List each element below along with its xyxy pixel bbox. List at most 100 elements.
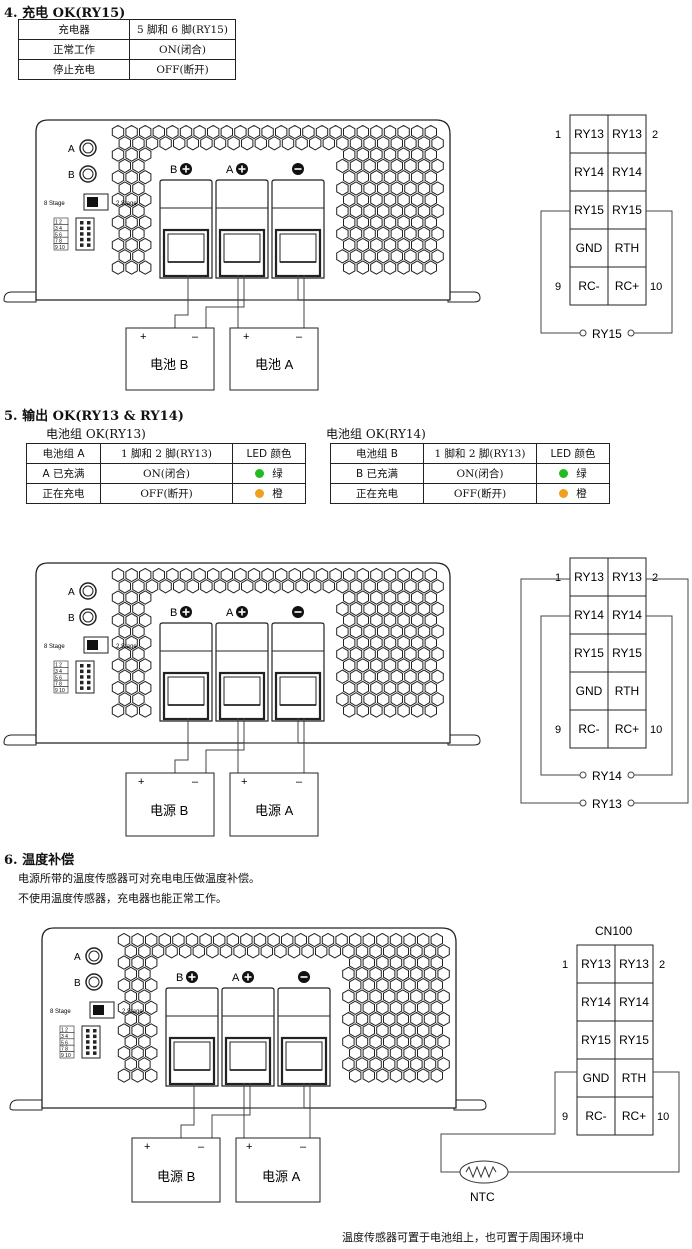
charge-ok-table: 充电器 5 脚和 6 脚(RY15) 正常工作 ON(闭合) 停止充电 OFF(…	[18, 19, 236, 80]
svg-text:3 4: 3 4	[61, 1034, 68, 1040]
svg-text:9 10: 9 10	[55, 245, 65, 251]
stage-8-label: 8 Stage	[50, 1009, 71, 1015]
table-cell: OFF(断开)	[100, 483, 233, 504]
cn100-pin-label: RY15	[574, 203, 604, 217]
cn100-connector: CN100RY13RY13RY14RY14RY15RY15GNDRTHRC-RC…	[555, 550, 662, 749]
svg-text:9 10: 9 10	[55, 688, 65, 694]
cn100-pin-label: RY13	[619, 957, 649, 971]
table-cell: 5 脚和 6 脚(RY15)	[129, 19, 236, 40]
table-row: 正在充电 OFF(断开) 橙	[330, 483, 610, 504]
table-header: LED 颜色	[232, 443, 306, 464]
table-header: 电池组 A	[26, 443, 101, 464]
led-color-text: 橙	[272, 488, 283, 500]
plus-sign: +	[246, 1141, 252, 1153]
section6-line1: 电源所带的温度传感器可对充电电压做温度补偿。	[18, 872, 260, 885]
wires	[174, 275, 305, 330]
table-cell: 停止充电	[18, 59, 130, 80]
cn100-pin-label: RY13	[612, 570, 642, 584]
minus-sign: –	[192, 776, 199, 788]
ry15-label: RY15	[592, 327, 622, 341]
pin-number-1: 1	[555, 572, 561, 584]
table-cell: 正在充电	[330, 483, 424, 504]
terminal-a-label: A	[226, 607, 234, 619]
mount-foot-right	[453, 1099, 487, 1111]
table-row: B 已充满 ON(闭合) 绿	[330, 463, 610, 484]
table-cell: ON(闭合)	[423, 463, 537, 484]
svg-text:1 2: 1 2	[61, 1028, 68, 1034]
minus-sign: –	[300, 1141, 307, 1153]
pin-number-1: 1	[562, 959, 568, 971]
button-b-label: B	[68, 613, 75, 624]
plus-sign: +	[241, 776, 247, 788]
power-a-box	[229, 772, 319, 837]
svg-text:7 8: 7 8	[55, 239, 62, 245]
output-terminal-block	[159, 622, 213, 722]
minus-sign: –	[192, 331, 199, 343]
vent-holes	[117, 932, 450, 1083]
stage-2-label: 2 Stage	[122, 1009, 143, 1015]
table-cell: ON(闭合)	[129, 39, 236, 60]
plus-sign: +	[138, 776, 144, 788]
button-a-label: A	[68, 144, 75, 155]
led-color-text: 橙	[576, 488, 587, 500]
group-a-title: 电池组 OK(RY13)	[46, 427, 146, 441]
table-row: 正常工作 ON(闭合)	[18, 39, 236, 60]
svg-text:5 6: 5 6	[61, 1040, 68, 1046]
cn100-pin-label: RY15	[574, 646, 604, 660]
svg-text:9 10: 9 10	[61, 1053, 71, 1059]
svg-text:3 4: 3 4	[55, 226, 62, 232]
section6-heading: 6. 温度补偿	[4, 853, 75, 868]
power-b-box	[131, 1137, 221, 1203]
table-row: 电池组 B 1 脚和 2 脚(RY13) LED 颜色	[330, 443, 610, 464]
button-b-label: B	[74, 978, 81, 989]
output-terminal-block	[159, 179, 213, 279]
vent-holes	[111, 567, 444, 718]
plus-sign: +	[144, 1141, 150, 1153]
cn100-pin-label: RC+	[622, 1109, 646, 1123]
cn100-title: CN100	[595, 924, 633, 938]
dip-pin-legend: 1 23 45 67 89 10	[53, 660, 69, 694]
cn100-pin-label: RC-	[585, 1109, 606, 1123]
svg-text:7 8: 7 8	[61, 1047, 68, 1053]
svg-text:7 8: 7 8	[55, 682, 62, 688]
plus-sign: +	[140, 331, 146, 343]
power-b-label: 电源 B	[150, 803, 188, 818]
cn100-pin-label: RY14	[612, 608, 642, 622]
minus-sign: –	[198, 1141, 205, 1153]
cn100-port-icon	[75, 217, 95, 251]
cn100-pin-label: RY13	[574, 570, 604, 584]
pin-number-10: 10	[657, 1111, 669, 1123]
power-b-box	[125, 772, 215, 837]
table-header: 电池组 B	[330, 443, 424, 464]
power-b-label: 电源 B	[157, 1169, 195, 1184]
table-cell: 正常工作	[18, 39, 130, 60]
ry13-label: RY13	[592, 797, 622, 811]
stage-2-label: 2 Stage	[116, 644, 137, 650]
plus-sign: +	[243, 331, 249, 343]
output-terminal-block	[271, 622, 325, 722]
pin-number-10: 10	[650, 724, 662, 736]
svg-text:1 2: 1 2	[55, 220, 62, 226]
stage-2-label: 2 Stage	[116, 201, 137, 207]
table-row: 正在充电 OFF(断开) 橙	[26, 483, 306, 504]
terminal-b-label: B	[170, 607, 177, 619]
table-cell: OFF(断开)	[129, 59, 236, 80]
minus-sign: –	[296, 776, 303, 788]
pin-number-2: 2	[659, 959, 665, 971]
cn100-pin-label: RY13	[612, 127, 642, 141]
section5-heading: 5. 输出 OK(RY13 & RY14)	[4, 409, 184, 424]
ry14-label: RY14	[592, 769, 622, 783]
led-cell: 橙	[536, 483, 610, 504]
cn100-pin-label: RY14	[574, 608, 604, 622]
cn100-pin-label: RY15	[619, 1033, 649, 1047]
wires	[180, 1083, 311, 1140]
dip-pin-legend: 1 23 45 67 89 10	[59, 1025, 75, 1059]
led-cell: 绿	[536, 463, 610, 484]
cn100-connector: CN100RY13RY13RY14RY14RY15RY15GNDRTHRC-RC…	[555, 114, 662, 306]
led-color-text: 绿	[272, 468, 283, 480]
table-header: 1 脚和 2 脚(RY13)	[100, 443, 233, 464]
table-cell: OFF(断开)	[423, 483, 537, 504]
